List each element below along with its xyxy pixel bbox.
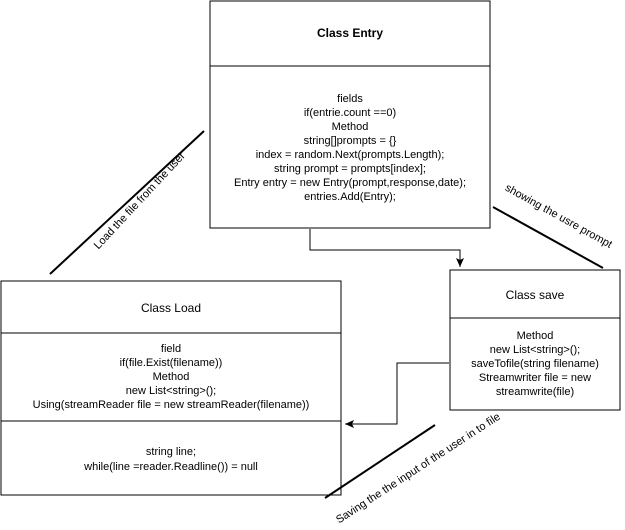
class-entry-line: entries.Add(Entry); — [304, 191, 396, 203]
class-save-line: new List<string>(); — [490, 344, 580, 356]
class-save-box[interactable]: Class save Method new List<string>(); sa… — [449, 269, 621, 411]
class-load-line: Using(streamReader file = new streamRead… — [33, 399, 310, 411]
class-save-line: Method — [517, 330, 554, 342]
class-save-line: Streamwriter file = new — [479, 372, 591, 384]
class-entry-line: Entry entry = new Entry(prompt,response,… — [234, 177, 466, 189]
load-save-association-line — [324, 424, 436, 499]
save-to-load-arrow — [345, 362, 449, 428]
class-entry-title: Class Entry — [317, 26, 383, 40]
load-entry-association-line — [49, 130, 205, 275]
class-load-line: while(line =reader.Readline()) = null — [83, 461, 258, 473]
class-load-line: string line; — [146, 446, 196, 458]
saving-input-label: Saving the the input of the user in to f… — [334, 411, 503, 526]
class-save-title: Class save — [506, 288, 565, 302]
class-load-line: field — [161, 343, 181, 355]
entry-save-association-line — [492, 206, 604, 269]
entry-to-save-arrow — [309, 229, 464, 267]
class-entry-line: index = random.Next(prompts.Length); — [256, 149, 445, 161]
class-load-box[interactable]: Class Load field if(file.Exist(filename)… — [0, 280, 342, 496]
class-entry-line: string[]prompts = {} — [304, 135, 397, 147]
class-entry-line: string prompt = prompts[index]; — [274, 163, 426, 175]
class-load-line: new List<string>(); — [126, 385, 216, 397]
class-entry-line: fields — [337, 93, 363, 105]
class-load-title: Class Load — [141, 301, 201, 315]
class-save-line: streamwrite(file) — [496, 386, 574, 398]
class-save-line: saveTofile(string filename) — [471, 358, 599, 370]
class-entry-line: Method — [332, 121, 369, 133]
class-load-line: Method — [153, 371, 190, 383]
showing-prompt-label: showing the usre prompt — [503, 182, 614, 251]
class-load-line: if(file.Exist(filename)) — [120, 357, 223, 369]
class-entry-line: if(entrie.count ==0) — [304, 107, 396, 119]
class-entry-box[interactable]: Class Entry fields if(entrie.count ==0) … — [209, 0, 491, 229]
load-file-label: Load the file from the user — [92, 150, 188, 252]
